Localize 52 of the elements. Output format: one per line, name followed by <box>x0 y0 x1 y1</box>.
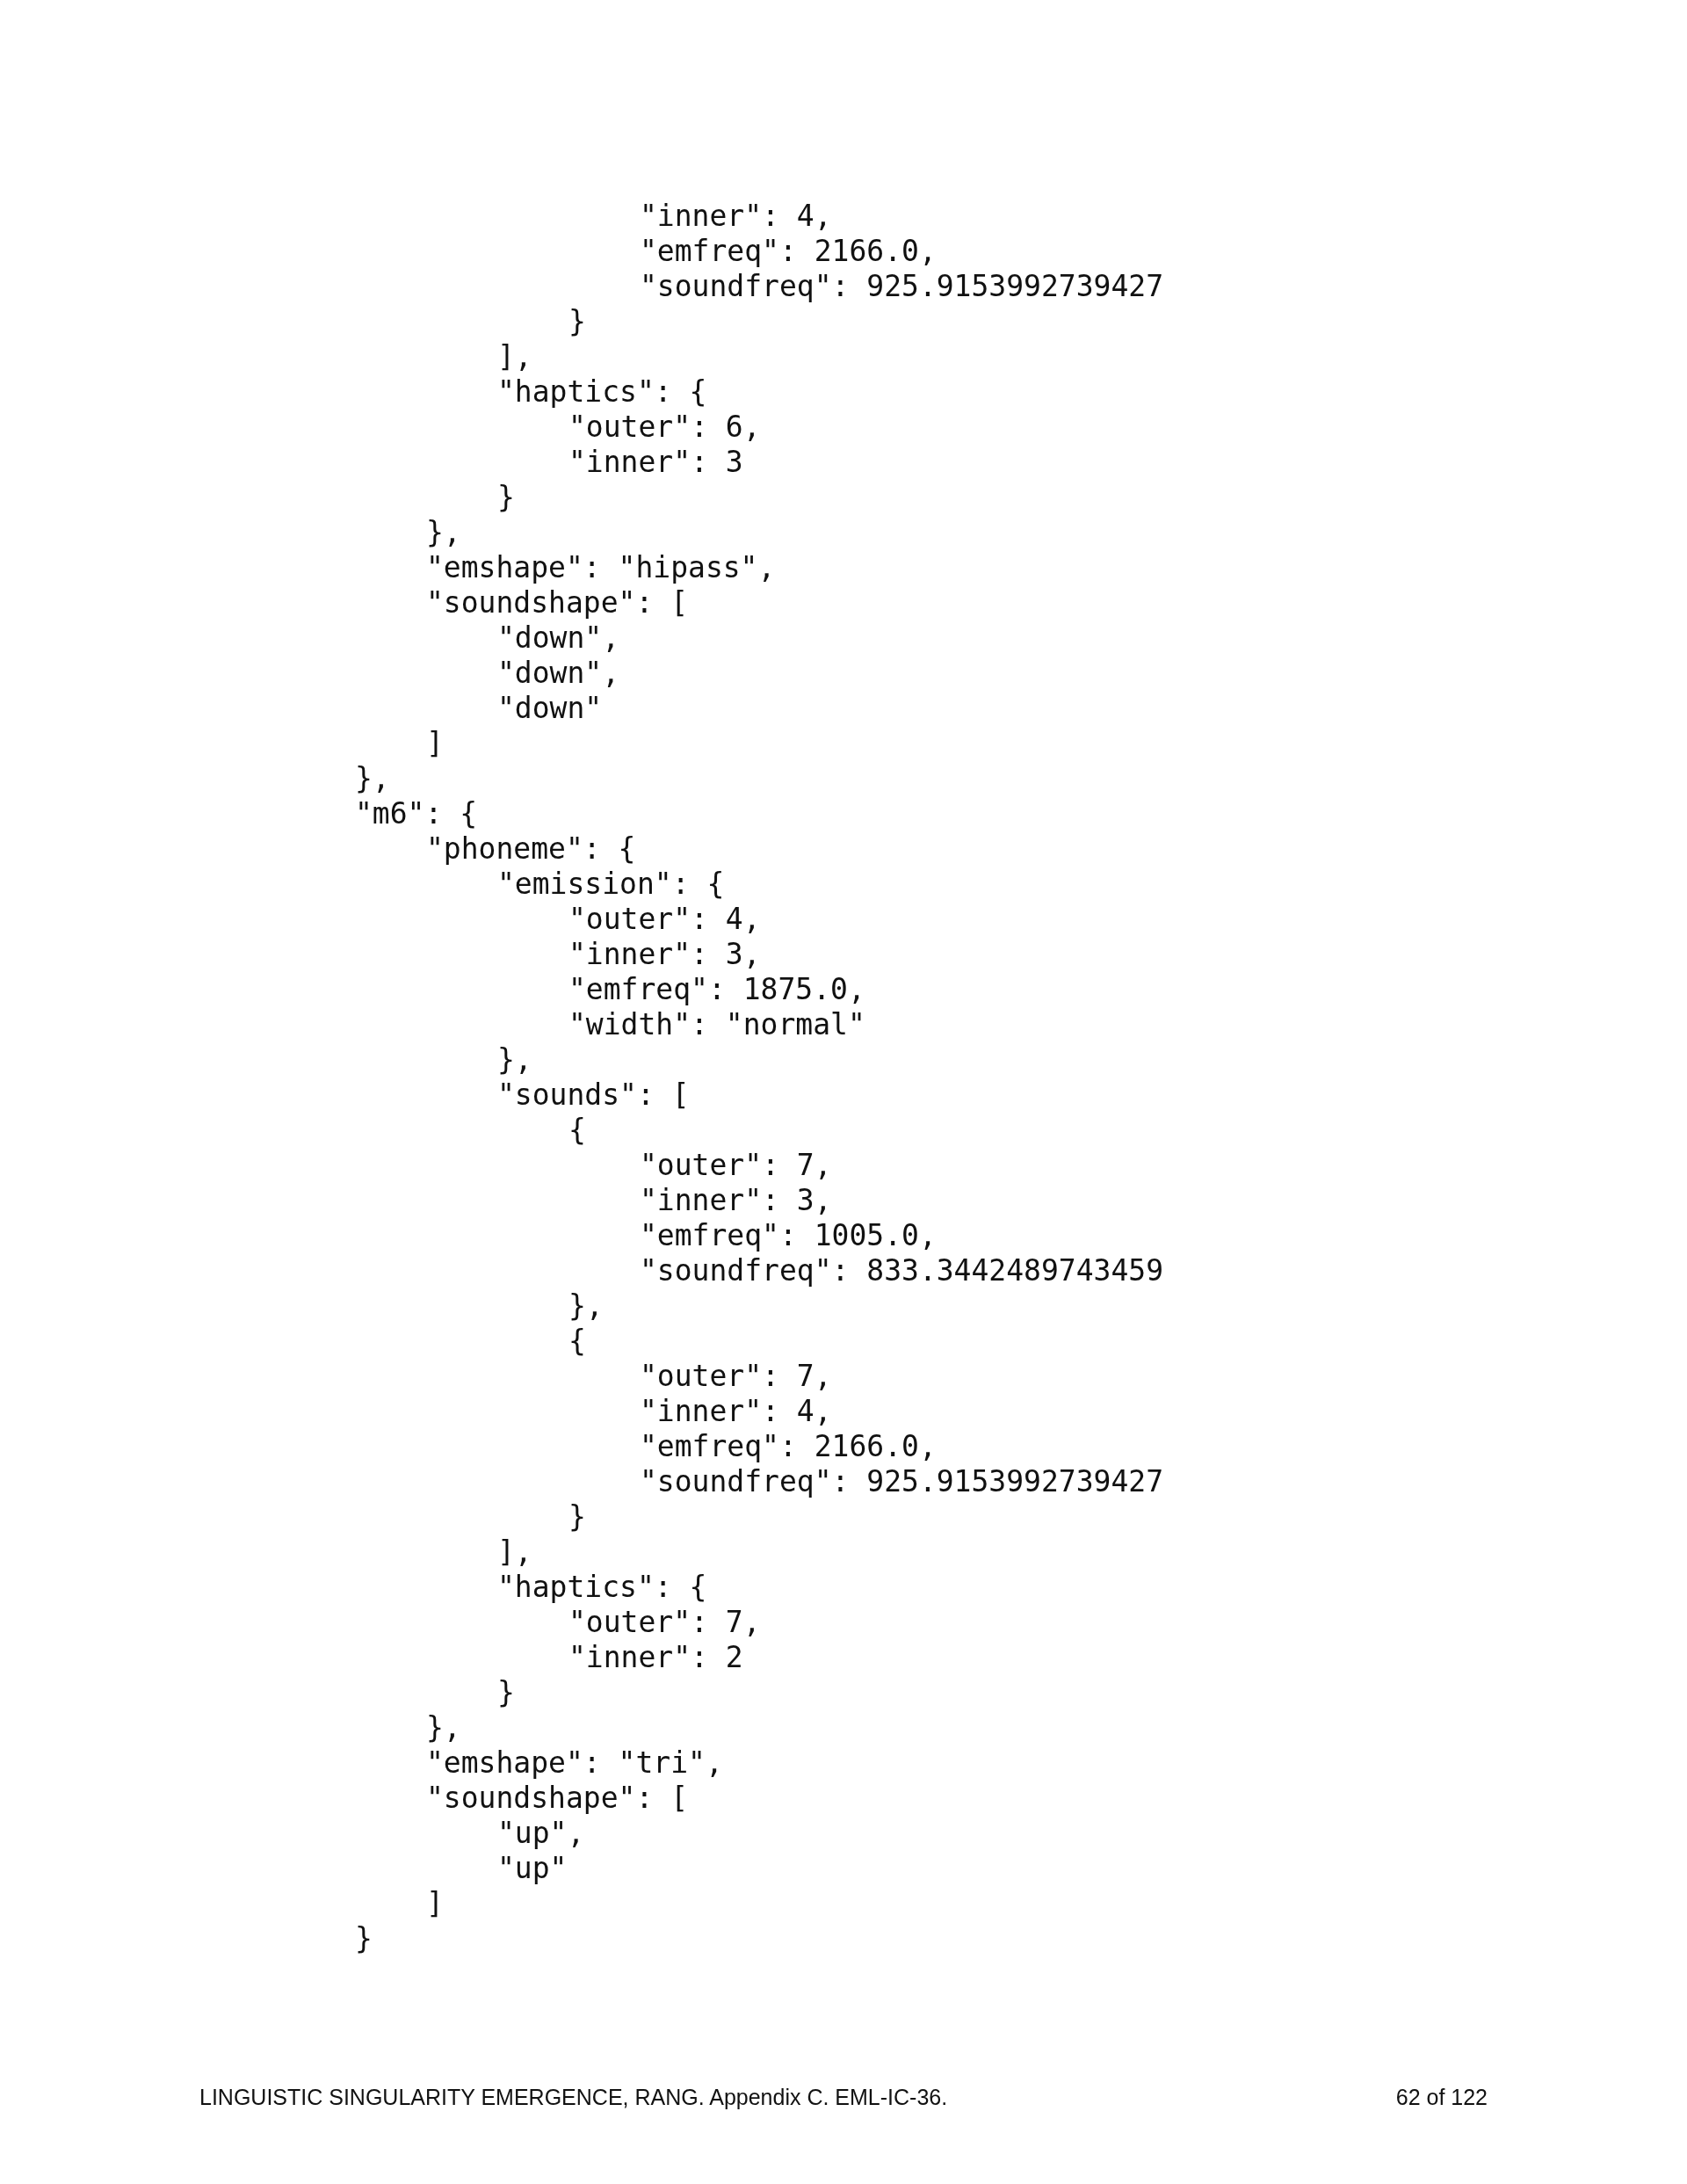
code-line: } <box>497 480 515 515</box>
code-line: "emfreq": 2166.0, <box>640 234 937 269</box>
code-line: }, <box>426 1710 461 1745</box>
code-line: "emshape": "hipass", <box>426 550 776 585</box>
code-line: ], <box>497 1535 532 1570</box>
code-line: "inner": 3, <box>568 937 761 972</box>
code-line: } <box>568 1499 586 1535</box>
code-line: }, <box>568 1288 604 1324</box>
code-line: "inner": 4, <box>640 199 832 234</box>
code-line: "emission": { <box>497 867 725 902</box>
code-line: "width": "normal" <box>568 1007 865 1042</box>
code-line: "soundfreq": 833.3442489743459 <box>640 1253 1164 1288</box>
code-line: "outer": 7, <box>640 1148 832 1183</box>
code-line: }, <box>355 761 390 796</box>
code-line: "outer": 4, <box>568 902 761 937</box>
footer-text: LINGUISTIC SINGULARITY EMERGENCE, RANG. Appendix C. EML-IC-36. <box>199 2085 948 2110</box>
code-line: } <box>497 1675 515 1710</box>
page-number: 62 of 122 <box>1395 2085 1488 2110</box>
code-line: { <box>568 1324 586 1359</box>
code-line: "soundfreq": 925.9153992739427 <box>640 1464 1164 1499</box>
code-line: "soundfreq": 925.9153992739427 <box>640 269 1164 304</box>
code-line: "up" <box>497 1851 568 1886</box>
code-line: "haptics": { <box>497 1570 707 1605</box>
code-line: "emfreq": 1875.0, <box>568 972 865 1007</box>
code-line: "haptics": { <box>497 374 707 410</box>
code-line: "inner": 4, <box>640 1394 832 1429</box>
code-line: "inner": 2 <box>568 1640 743 1675</box>
code-line: ], <box>497 339 532 374</box>
code-line: "sounds": [ <box>497 1077 690 1113</box>
code-line: "inner": 3 <box>568 445 743 480</box>
code-line: "emfreq": 1005.0, <box>640 1218 937 1253</box>
code-line: } <box>568 304 586 339</box>
code-line: } <box>355 1921 373 1956</box>
code-line: "down" <box>497 691 603 726</box>
code-line: "outer": 7, <box>640 1359 832 1394</box>
code-line: "phoneme": { <box>426 831 636 867</box>
code-line: "down", <box>497 620 620 656</box>
code-line: "soundshape": [ <box>426 585 688 620</box>
code-line: "m6": { <box>355 796 478 831</box>
code-line: ] <box>426 1886 444 1921</box>
code-line: "up", <box>497 1816 585 1851</box>
code-line: "down", <box>497 656 620 691</box>
code-line: "emshape": "tri", <box>426 1745 723 1781</box>
code-line: { <box>568 1113 586 1148</box>
code-line: "outer": 7, <box>568 1605 761 1640</box>
code-line: }, <box>497 1042 532 1077</box>
code-line: ] <box>426 726 444 761</box>
code-line: "emfreq": 2166.0, <box>640 1429 937 1464</box>
code-line: }, <box>426 515 461 550</box>
code-line: "soundshape": [ <box>426 1781 688 1816</box>
code-line: "outer": 6, <box>568 410 761 445</box>
code-line: "inner": 3, <box>640 1183 832 1218</box>
